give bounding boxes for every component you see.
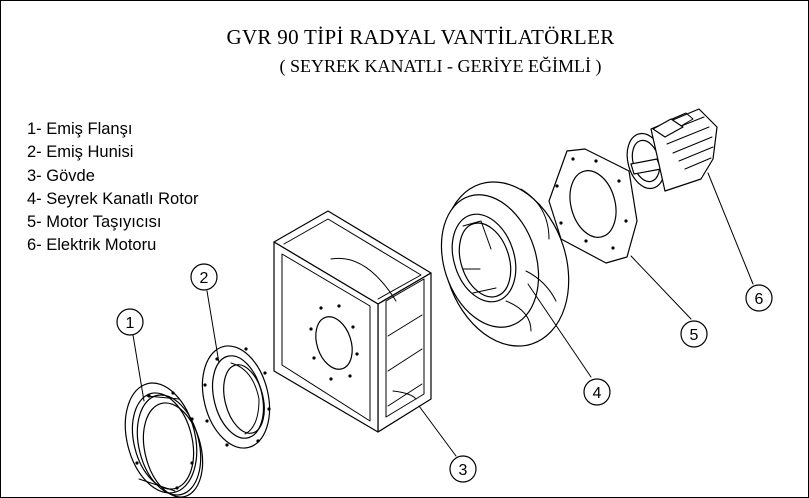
callout-5: 5 <box>680 320 708 348</box>
svg-text:1: 1 <box>126 315 135 332</box>
svg-text:5: 5 <box>690 327 699 344</box>
part-emis-flansi <box>124 382 204 497</box>
callout-2: 2 <box>190 263 218 291</box>
part-govde <box>273 210 432 433</box>
part-elektrik-motoru <box>626 108 718 192</box>
legend-item-govde: 3- Gövde <box>27 166 95 185</box>
part-emis-hunisi <box>201 345 271 449</box>
part-rotor <box>440 181 570 347</box>
callout-3: 3 <box>449 455 477 483</box>
svg-text:4: 4 <box>593 385 602 402</box>
svg-text:2: 2 <box>200 270 209 287</box>
callout-4: 4 <box>583 378 611 406</box>
legend-item-emis-flansi: 1- Emiş Flanşı <box>27 120 133 138</box>
part-motor-tasiyici <box>548 148 638 264</box>
legend-item-rotor: 4- Seyrek Kanatlı Rotor <box>27 189 199 208</box>
callout-6: 6 <box>745 284 773 312</box>
callout-1: 1 <box>116 308 144 336</box>
parts-legend: 1- Emiş Flanşı 2- Emiş Hunisi 3- Gövde 4… <box>27 118 199 258</box>
flange-bolt-holes <box>135 391 194 490</box>
housing-bolt-holes <box>309 304 359 381</box>
svg-text:3: 3 <box>459 462 468 479</box>
svg-text:6: 6 <box>755 291 764 308</box>
legend-item-emis-hunisi: 2- Emiş Hunisi <box>27 143 134 162</box>
diagram-subtitle: ( SEYREK KANATLI - GERİYE EĞİMLİ ) <box>279 56 602 76</box>
legend-item-motor-tasiyici: 5- Motor Taşıyıcısı <box>27 213 162 232</box>
diagram-title: GVR 90 TİPİ RADYAL VANTİLATÖRLER <box>226 25 615 49</box>
cone-bolt-holes <box>203 347 271 447</box>
plate-bolt-holes <box>555 157 628 250</box>
legend-item-elektrik-motoru: 6- Elektrik Motoru <box>27 236 157 255</box>
callout-leader-lines <box>132 172 754 457</box>
